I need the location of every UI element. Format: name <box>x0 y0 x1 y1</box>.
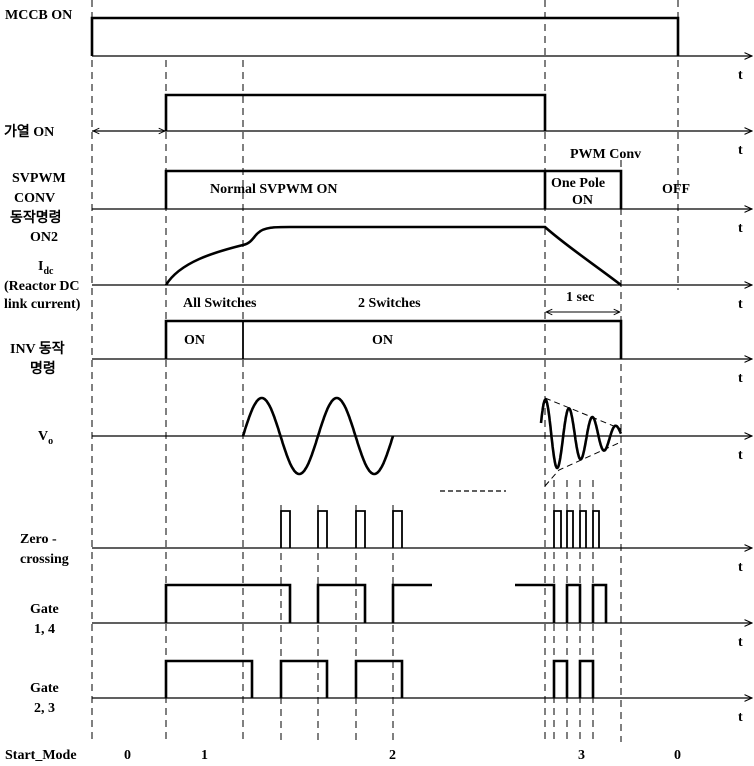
axis-t-label: t <box>738 635 743 650</box>
zero-label-2: crossing <box>20 552 69 567</box>
off-text: OFF <box>662 182 690 197</box>
inv-label-2: 명령 <box>30 360 56 377</box>
vo-label: Vo <box>38 429 53 447</box>
idc-label-2: (Reactor DC <box>4 279 80 294</box>
time-axes <box>92 56 752 698</box>
timing-guides <box>91 0 679 742</box>
axis-t-label: t <box>738 297 743 312</box>
gate23-label-2: 2, 3 <box>34 701 55 716</box>
all-switches-text: All Switches <box>183 296 257 311</box>
axis-t-label: t <box>738 371 743 386</box>
axis-t-label: t <box>738 143 743 158</box>
heat-label: 가열 ON <box>4 123 54 140</box>
axis-t-label: t <box>738 710 743 725</box>
one-pole-text-1: One Pole <box>551 176 605 191</box>
svpwm-label-3: 동작명령 <box>10 209 62 226</box>
two-switches-text: 2 Switches <box>358 296 421 311</box>
inv-label-1: INV 동작 <box>10 340 65 357</box>
inv-on-text-2: ON <box>372 333 393 348</box>
start-mode-label: Start_Mode <box>5 748 77 763</box>
axis-t-label: t <box>738 68 743 83</box>
signal-gate14: Gate 1, 4 <box>30 583 608 637</box>
gate14-label-1: Gate <box>30 602 59 617</box>
inv-on-text-1: ON <box>184 333 205 348</box>
one-sec-text: 1 sec <box>566 290 594 305</box>
svpwm-label-4: ON2 <box>30 230 58 245</box>
signal-inv: INV 동작 명령 ON ON <box>10 319 623 377</box>
signal-mccb: MCCB ON <box>5 8 680 56</box>
axis-t-label: t <box>738 221 743 236</box>
pwm-conv-text: PWM Conv <box>570 147 641 162</box>
mccb-label: MCCB ON <box>5 8 72 23</box>
svpwm-label-2: CONV <box>14 191 55 206</box>
start-mode-value: 3 <box>578 748 585 763</box>
start-mode-value: 0 <box>674 748 681 763</box>
signal-vo: Vo <box>38 396 623 492</box>
normal-svpwm-text: Normal SVPWM ON <box>210 182 338 197</box>
signal-idc: Idc (Reactor DC link current) All Switch… <box>4 225 622 312</box>
zero-label-1: Zero - <box>20 532 57 547</box>
signal-heat: 가열 ON <box>4 93 547 140</box>
axis-t-labels: t t t t t t t t t <box>738 68 743 725</box>
svpwm-label-1: SVPWM <box>12 171 66 186</box>
start-mode-value: 0 <box>124 748 131 763</box>
start-mode-value: 2 <box>389 748 396 763</box>
idc-label-1: Idc <box>38 259 54 277</box>
signal-svpwm: SVPWM CONV 동작명령 ON2 PWM Conv Normal SVPW… <box>10 147 690 245</box>
start-mode-row: Start_Mode 0 1 2 3 0 <box>5 748 681 763</box>
signal-zero-crossing: Zero - crossing <box>20 510 600 567</box>
gate14-label-2: 1, 4 <box>34 622 55 637</box>
idc-label-3: link current) <box>4 297 81 312</box>
gate23-label-1: Gate <box>30 681 59 696</box>
one-pole-text-2: ON <box>572 193 593 208</box>
signal-gate23: Gate 2, 3 <box>30 659 595 716</box>
start-mode-value: 1 <box>201 748 208 763</box>
axis-t-label: t <box>738 560 743 575</box>
axis-t-label: t <box>738 448 743 463</box>
